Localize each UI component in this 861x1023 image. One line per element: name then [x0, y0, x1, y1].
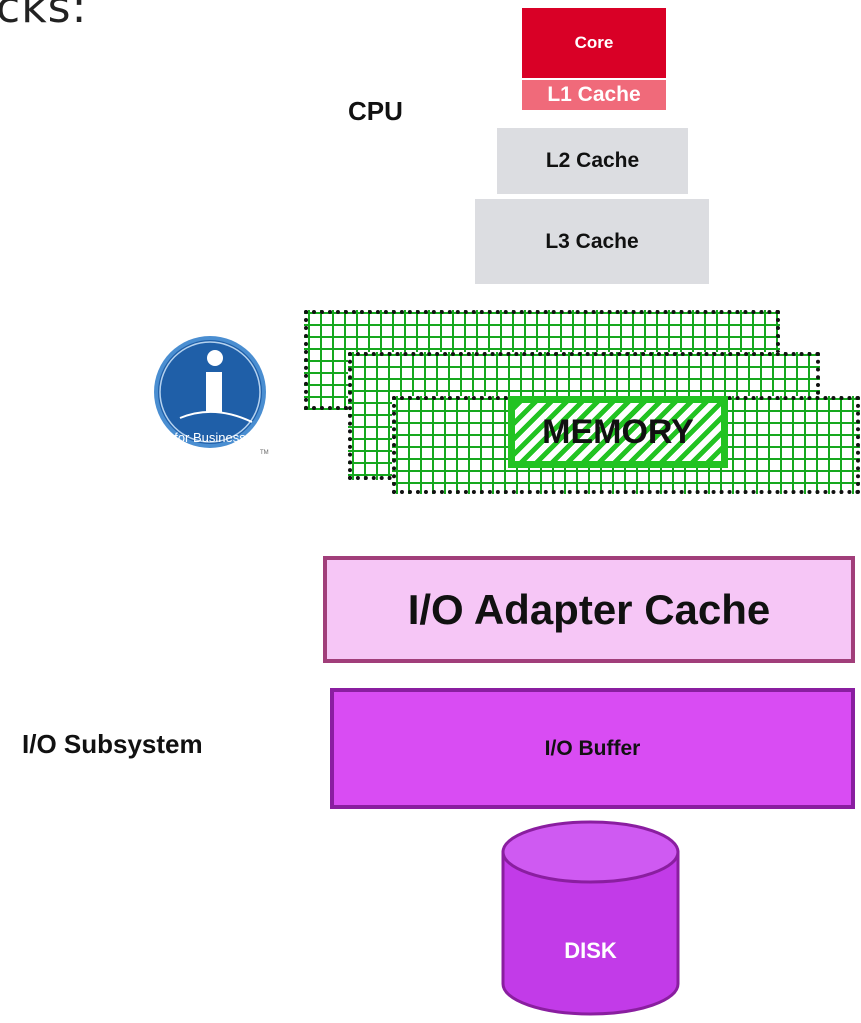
- l3-cache-block: L3 Cache: [475, 199, 709, 284]
- logo-tm: TM: [260, 450, 269, 456]
- cpu-label: CPU: [348, 96, 403, 126]
- disk-cylinder: DISK: [498, 818, 683, 1018]
- heading-fragment: cks:: [0, 0, 88, 33]
- l1-cache-block: L1 Cache: [522, 80, 666, 110]
- l2-cache-block: L2 Cache: [497, 128, 688, 194]
- logo-text: for Business: [174, 430, 246, 445]
- disk-label: DISK: [564, 938, 617, 963]
- core-block: Core: [522, 8, 666, 78]
- memory-label: MEMORY: [508, 396, 728, 468]
- io-subsystem-label: I/O Subsystem: [22, 729, 203, 759]
- io-buffer-block: I/O Buffer: [330, 688, 855, 809]
- ibm-i-logo-icon: for Business TM: [152, 334, 272, 456]
- io-adapter-cache-block: I/O Adapter Cache: [323, 556, 855, 663]
